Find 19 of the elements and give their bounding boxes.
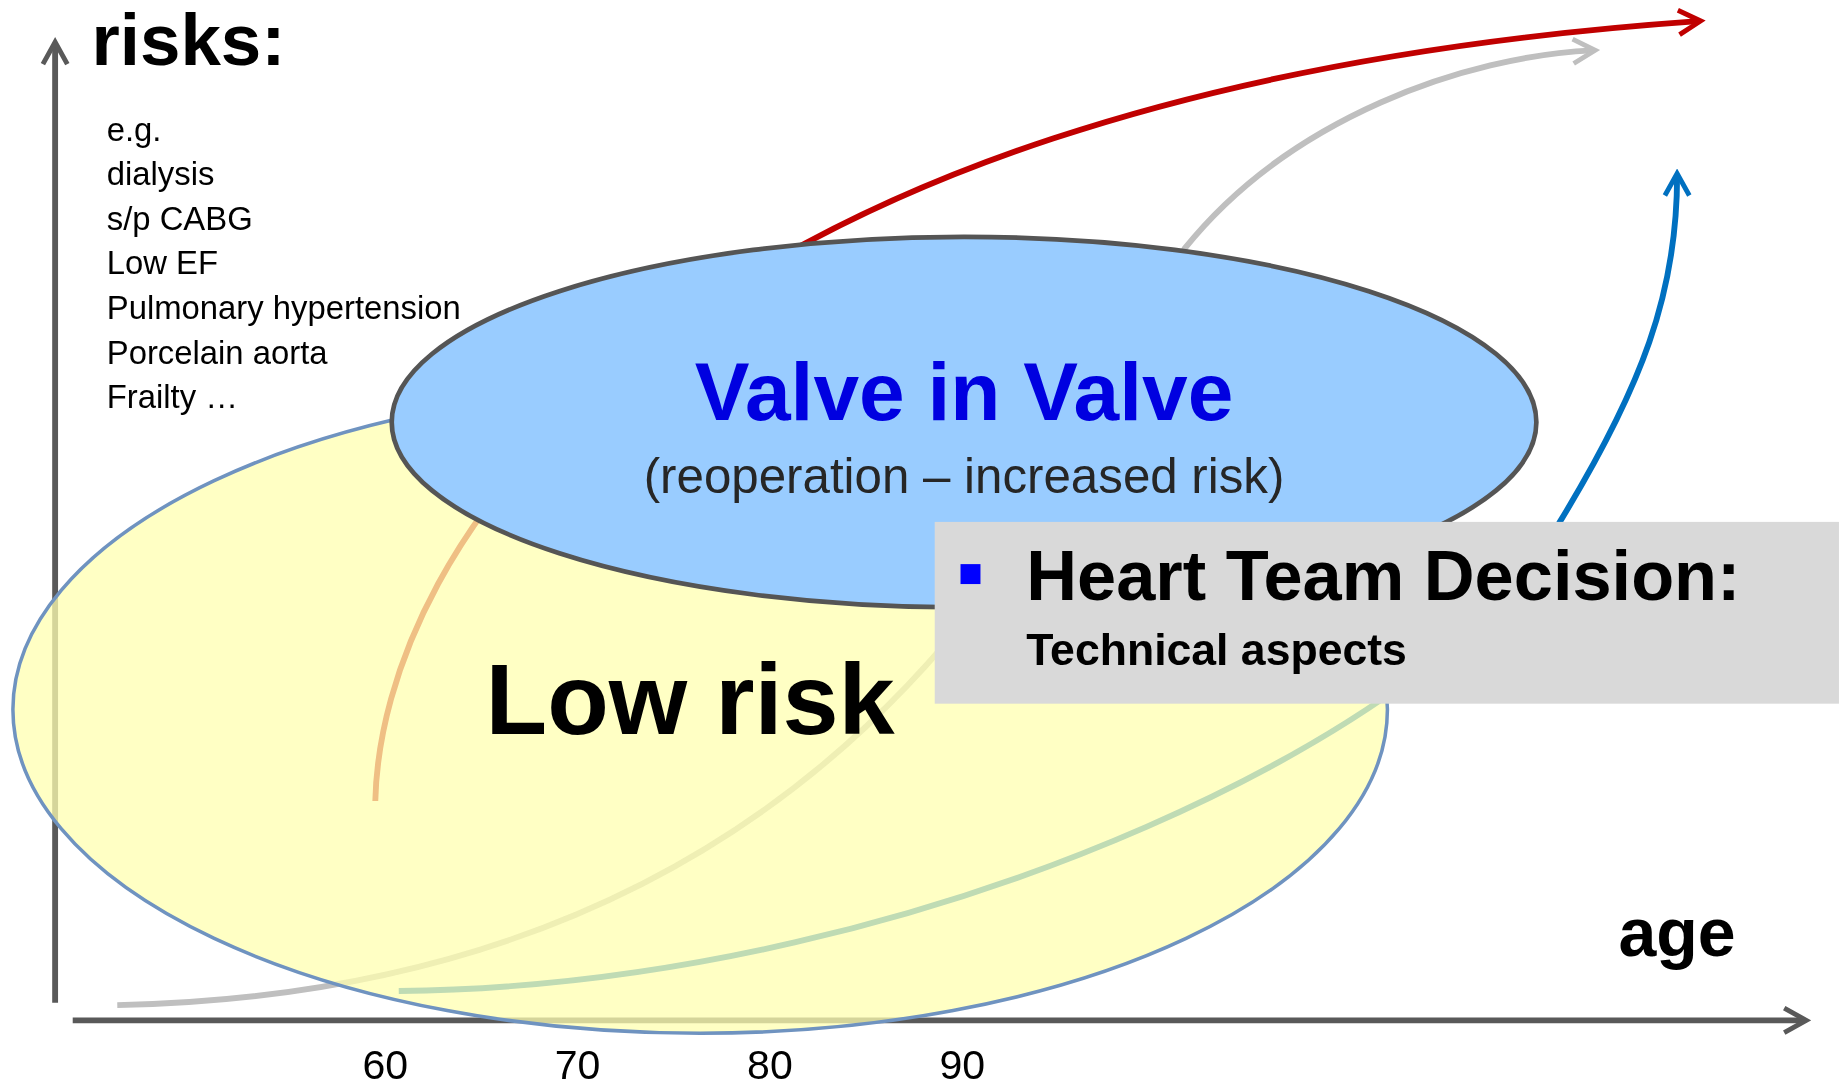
risk-factor-text: s/p CABG	[106, 200, 253, 239]
ellipse-subtitle: (reoperation – increased risk)	[642, 448, 1286, 505]
risk-factor-text: Pulmonary hypertension	[106, 289, 461, 328]
panel-heading: Heart Team Decision:	[1026, 536, 1741, 617]
tick-label: 80	[747, 1041, 793, 1085]
risk-factor-text: e.g.	[106, 111, 162, 150]
tick-label: 90	[939, 1041, 986, 1085]
tick-label: 70	[554, 1041, 601, 1085]
ellipse-title: Low risk	[485, 641, 895, 758]
axis-title: age	[1618, 893, 1736, 972]
ellipse-title: Valve in Valve	[693, 345, 1235, 440]
axis-title: risks:	[91, 0, 286, 82]
decision-panel	[934, 521, 1839, 704]
panel-subheading: Technical aspects	[1026, 625, 1407, 677]
tick-label: 60	[362, 1041, 409, 1085]
risk-factor-text: dialysis	[106, 156, 215, 194]
risk-factor-text: Low EF	[106, 245, 219, 283]
risk-factor-text: Porcelain aorta	[106, 334, 328, 372]
risk-factor-text: Frailty …	[106, 378, 239, 417]
